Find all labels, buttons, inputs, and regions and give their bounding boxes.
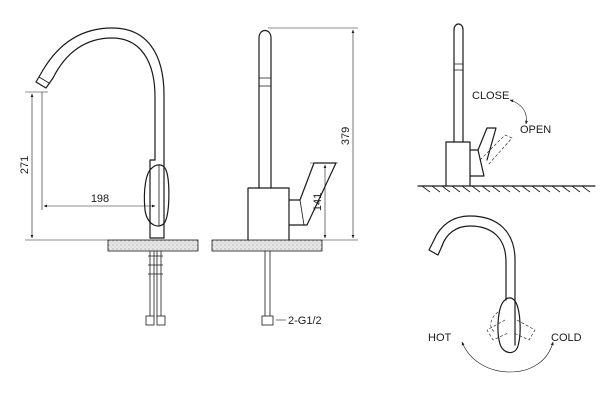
front-nut-left (145, 315, 155, 326)
open-close-detail: CLOSE OPEN (417, 23, 596, 193)
cold-label: COLD (551, 332, 582, 344)
side-nut (261, 315, 274, 326)
rotation-dashed-right (513, 319, 536, 341)
lever-closed (477, 127, 497, 161)
dim-141-label: 141 (312, 193, 324, 211)
hot-label: HOT (428, 332, 452, 344)
front-nozzle (35, 69, 54, 89)
front-spout-outer (42, 27, 165, 239)
connection-label: 2-G1/2 (288, 315, 322, 327)
side-counter (211, 239, 323, 252)
dim-198-label: 198 (91, 193, 109, 205)
open-label: OPEN (520, 124, 551, 136)
dim-271-label: 271 (19, 156, 31, 174)
rotation-dashed-left (486, 319, 509, 341)
front-counter (107, 239, 199, 252)
close-open-arrow (509, 99, 528, 125)
front-view: 271 198 (19, 27, 199, 326)
ground-hatch (421, 185, 591, 193)
hot-cold-detail: HOT COLD (428, 215, 582, 373)
dim-379-label: 379 (340, 127, 352, 145)
front-lever (143, 164, 170, 227)
hot-cold-arrow (461, 341, 554, 373)
side-body (247, 187, 290, 241)
side-view: 2-G1/2 379 141 (211, 27, 358, 327)
side-spout (258, 29, 272, 189)
lever-open (479, 134, 513, 166)
front-nut-right (156, 315, 166, 326)
close-label: CLOSE (472, 90, 509, 102)
front-spout-inner (52, 37, 156, 161)
hot-cold-lever (497, 297, 521, 354)
front-body (149, 159, 165, 239)
